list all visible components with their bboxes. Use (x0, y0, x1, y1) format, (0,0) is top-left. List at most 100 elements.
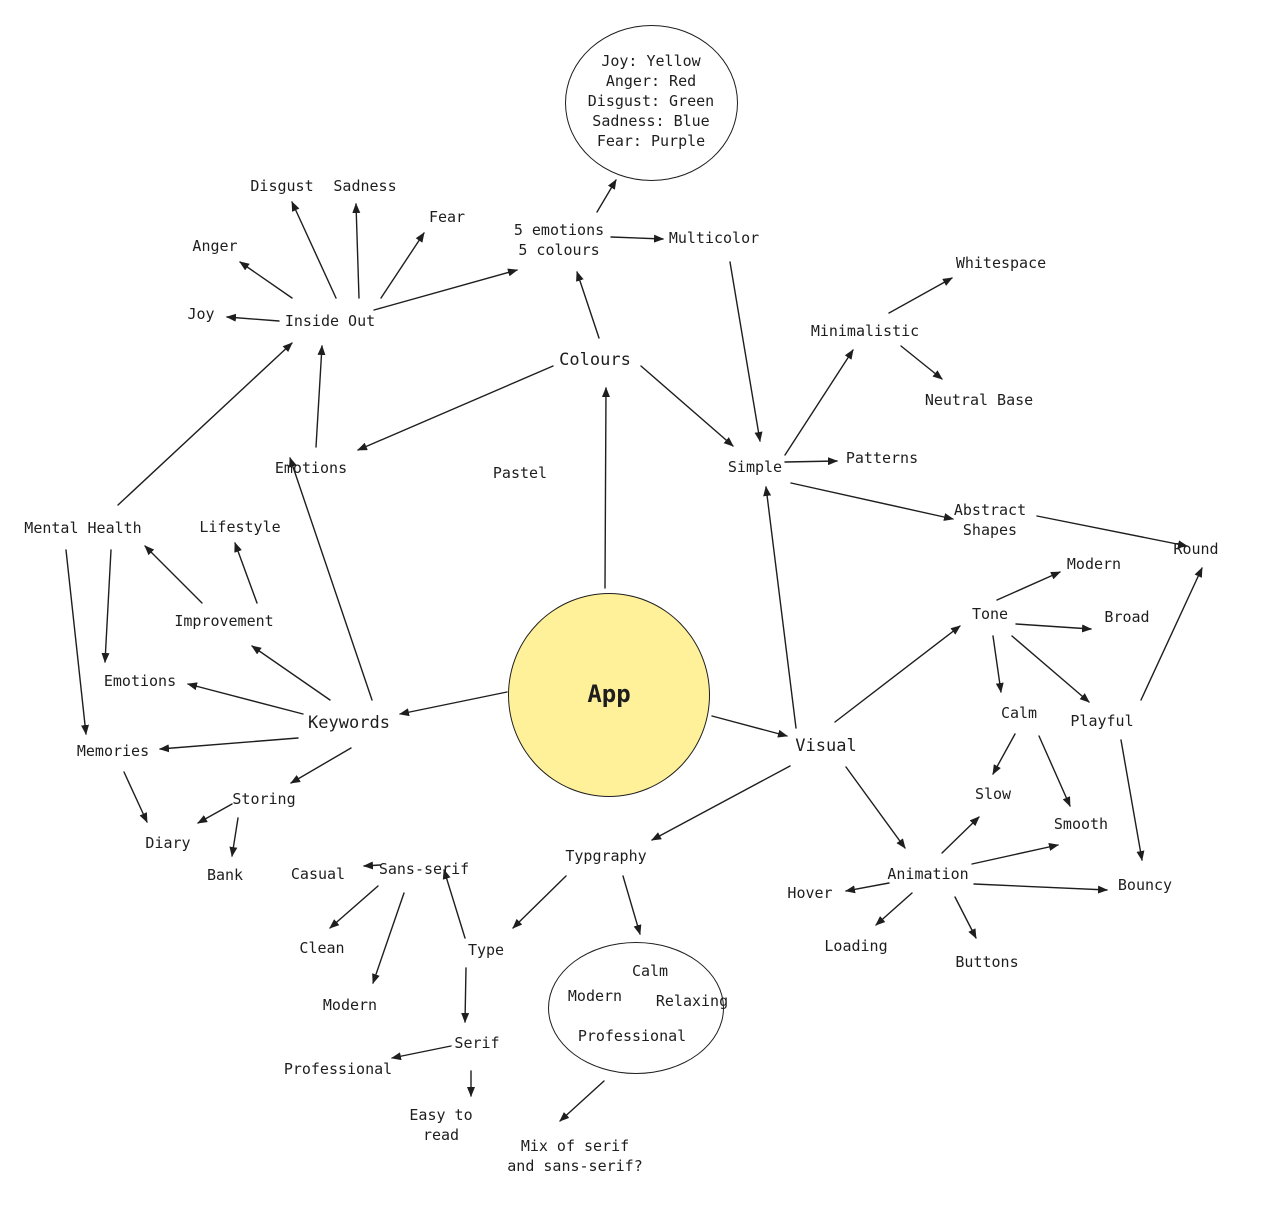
animation-node: Animation (887, 865, 969, 883)
hover-node: Hover (787, 884, 833, 902)
arrow-insideout-anger (239, 261, 293, 299)
arrow-minimalistic-neutral (900, 345, 943, 380)
arrow-simple-abstract (790, 482, 954, 521)
memories-node: Memories (76, 742, 150, 760)
arrow-type-serif (461, 967, 470, 1023)
slow-node: Slow (974, 785, 1012, 803)
arrow-visual-tone (834, 625, 961, 723)
arrow-insideout-joy (226, 313, 280, 322)
tone-modern-node: Modern (1066, 555, 1122, 573)
mental-health-node: Mental Health (24, 519, 142, 537)
arrow-colours-simple (640, 365, 734, 447)
improvement-node: Improvement (174, 612, 274, 630)
mood-professional: Professional (577, 1027, 687, 1045)
patterns-node: Patterns (845, 449, 919, 467)
visual-node: Visual (795, 736, 857, 756)
arrow-tone-playful (1011, 635, 1090, 703)
arrow-keywords-storing (290, 747, 352, 784)
arrow-sansserif-casual (363, 861, 381, 870)
arrow-typography-type (512, 875, 567, 929)
arrow-app-keywords (399, 691, 508, 717)
arrow-keywords-kwemotions (187, 682, 304, 715)
emotions-node: Emotions (274, 459, 348, 477)
arrow-animation-slow (941, 816, 980, 854)
arrow-visual-animation (845, 766, 906, 849)
arrow-app-colours (601, 387, 610, 589)
arrow-app-visual (711, 715, 788, 738)
arrow-mentalhealth-insideout (117, 342, 293, 506)
arrow-five-palette (596, 179, 617, 213)
arrow-insideout-five (373, 268, 518, 311)
arrow-mentalhealth-emotions (101, 549, 112, 663)
whitespace-node: Whitespace (955, 254, 1047, 272)
arrow-moodcircle-mix (559, 1080, 605, 1122)
mood-calm: Calm (631, 962, 669, 980)
arrow-animation-buttons (954, 896, 977, 939)
neutral-base-node: Neutral Base (924, 391, 1034, 409)
arrow-keywords-improvement (251, 645, 331, 701)
easy-to-read-node: Easy to read (409, 1106, 473, 1144)
arrow-simple-patterns (784, 457, 838, 466)
anger-node: Anger (192, 237, 238, 255)
arrow-visual-simple (763, 486, 797, 729)
arrow-calm-smooth (1038, 735, 1071, 807)
casual-node: Casual (290, 865, 346, 883)
arrow-animation-loading (875, 892, 913, 926)
lifestyle-node: Lifestyle (199, 518, 281, 536)
arrow-insideout-disgust (291, 201, 337, 299)
arrow-sansserif-clean (329, 885, 379, 929)
palette-disgust: Disgust: Green (587, 92, 715, 110)
smooth-node: Smooth (1053, 815, 1109, 833)
arrow-mentalhealth-memories (65, 549, 90, 735)
arrow-improvement-mentalhealth (144, 545, 203, 604)
type-node: Type (467, 941, 505, 959)
keyword-emotions-node: Emotions (103, 672, 177, 690)
arrow-visual-typography (651, 765, 791, 841)
palette-fear: Fear: Purple (596, 132, 706, 150)
five-emotions-node: 5 emotions 5 colours (513, 221, 605, 259)
arrow-sansserif-modern (372, 892, 405, 984)
arrow-storing-diary (197, 803, 233, 824)
arrow-improvement-lifestyle (234, 542, 258, 604)
arrow-typography-moodcircle (622, 875, 642, 935)
arrow-multicolor-simple (729, 261, 763, 442)
fear-node: Fear (428, 208, 466, 226)
keywords-node: Keywords (308, 713, 390, 733)
arrow-tone-modern (996, 571, 1061, 601)
typography-node: Typgraphy (565, 847, 647, 865)
arrow-serif-professional (391, 1045, 452, 1061)
arrow-simple-minimalistic (784, 349, 854, 456)
app-node: App (587, 680, 631, 708)
arrow-calm-slow (992, 733, 1016, 775)
inside-out-node: Inside Out (284, 312, 376, 330)
abstract-shapes-node: Abstract Shapes (953, 501, 1027, 539)
sans-modern-node: Modern (322, 996, 378, 1014)
arrow-five-multicolor (610, 234, 664, 243)
pastel-node: Pastel (492, 464, 548, 482)
joy-node: Joy (187, 305, 215, 323)
palette-anger: Anger: Red (605, 72, 697, 90)
sadness-node: Sadness (333, 177, 397, 195)
tone-node: Tone (971, 605, 1009, 623)
arrow-emotions-insideout (315, 345, 326, 448)
mood-relaxing: Relaxing (655, 992, 729, 1010)
serif-professional-node: Professional (283, 1060, 393, 1078)
arrow-type-sansserif (442, 869, 466, 939)
clean-node: Clean (299, 939, 345, 957)
bank-node: Bank (206, 866, 244, 884)
colour-palette-circle (565, 25, 738, 181)
calm-node: Calm (1000, 704, 1038, 722)
loading-node: Loading (824, 937, 888, 955)
arrow-memories-diary (123, 771, 148, 823)
arrow-abstract-round (1036, 515, 1188, 549)
app-center-circle (508, 593, 710, 797)
storing-node: Storing (232, 790, 296, 808)
colours-node: Colours (559, 350, 631, 370)
arrow-storing-bank (229, 817, 239, 857)
serif-node: Serif (454, 1034, 500, 1052)
arrow-animation-smooth (971, 843, 1059, 865)
arrow-keywords-memories (159, 737, 299, 753)
arrow-tone-calm (992, 635, 1004, 693)
arrow-colours-emotions (357, 365, 554, 451)
